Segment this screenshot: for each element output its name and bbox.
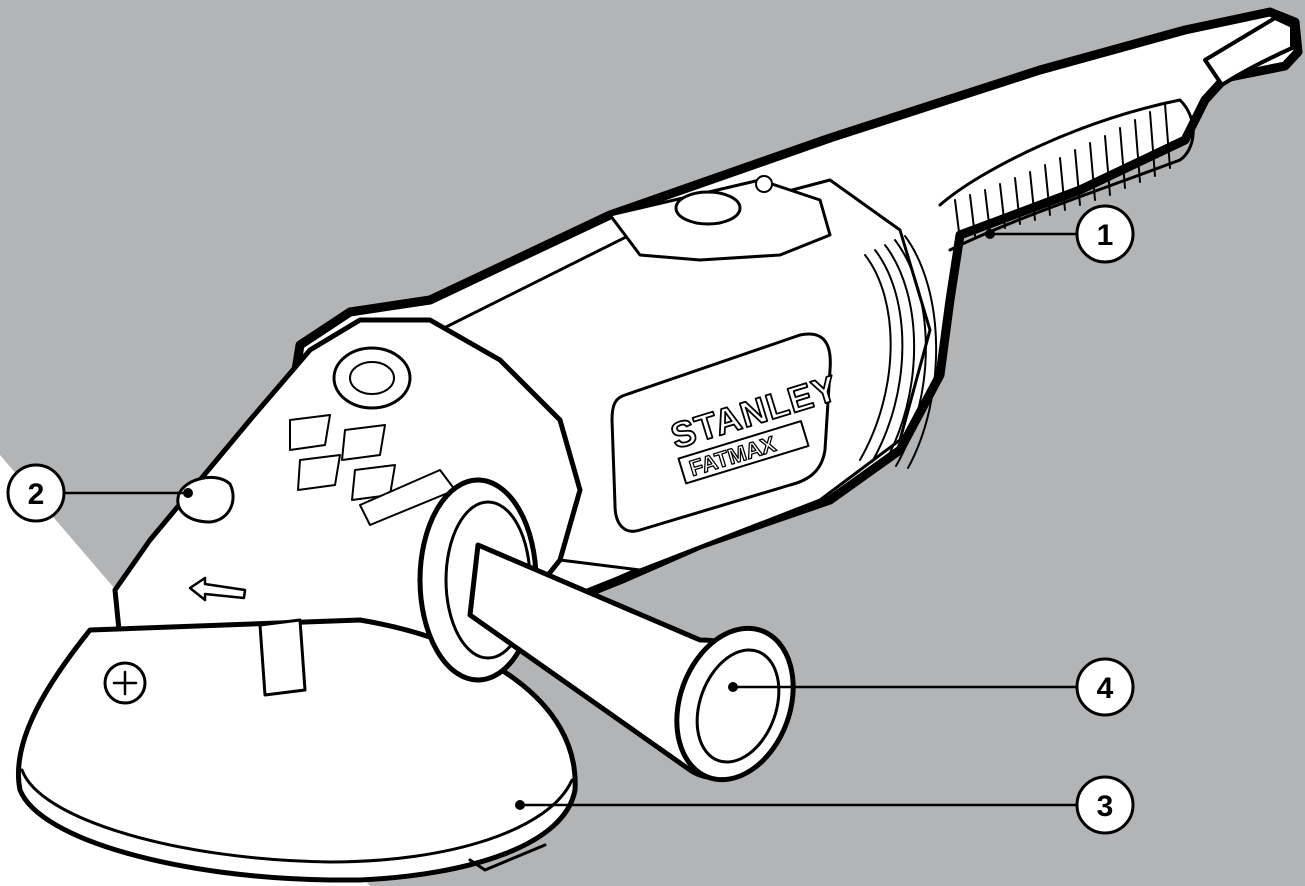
- angle-grinder: STANLEY FATMAX: [16, 7, 1303, 883]
- rear-handle-grip-ribs: [954, 103, 1171, 241]
- callout-4-circle: [1075, 657, 1135, 717]
- callout-2-circle: [6, 463, 66, 523]
- gear-head-vents: [289, 414, 456, 526]
- screw-icon: [755, 175, 773, 193]
- wheel-guard-rim: [20, 768, 574, 864]
- side-handle-end-cap-inner: [695, 648, 781, 764]
- spindle-lock-button: [176, 475, 235, 524]
- wheel-guard: [16, 617, 578, 883]
- callout-4-label: 4: [1097, 672, 1114, 705]
- callout-1-label: 1: [1097, 219, 1114, 252]
- gear-head-latch: [258, 618, 307, 697]
- rotation-arrow-icon: [188, 576, 247, 602]
- brand-sub-box: [677, 420, 810, 485]
- wheel-guard-edge: [468, 843, 547, 872]
- callout-4-dot: [728, 682, 738, 692]
- callout-2-dot: [183, 488, 193, 498]
- callout-1: 1: [985, 204, 1135, 264]
- callout-1-circle: [1075, 204, 1135, 264]
- callout-2: 2: [6, 463, 193, 523]
- callout-4: 4: [728, 657, 1135, 717]
- motor-vent-ribs: [859, 235, 938, 469]
- brand-plate: [610, 332, 832, 533]
- guard-screw-cross: [112, 670, 138, 696]
- rear-handle-outline: [938, 98, 1195, 252]
- speed-dial-icon: [674, 190, 742, 226]
- callout-3-label: 3: [1097, 790, 1114, 823]
- callout-3-circle: [1075, 775, 1135, 835]
- callout-3-dot: [515, 800, 525, 810]
- power-cord: [1203, 16, 1294, 87]
- callout-1-dot: [985, 229, 995, 239]
- callout-2-label: 2: [28, 478, 45, 511]
- callout-3: 3: [515, 775, 1135, 835]
- gear-head-cap-inner: [349, 361, 395, 395]
